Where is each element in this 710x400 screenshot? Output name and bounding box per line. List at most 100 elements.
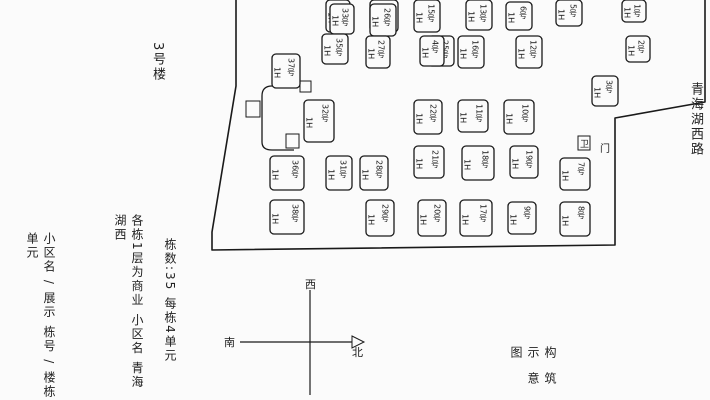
building-label: 31号 bbox=[339, 160, 348, 179]
note-line-1: 栋数:35 每栋4单元 bbox=[163, 238, 177, 363]
building-outline bbox=[359, 155, 389, 191]
building-label: 9号 bbox=[523, 206, 532, 220]
building-unit-type: 1H bbox=[593, 87, 602, 98]
building-outline bbox=[413, 0, 441, 33]
building-unit-type: 1H bbox=[511, 158, 520, 169]
building-label: 26号 bbox=[383, 8, 392, 27]
building-26: 32号 1H bbox=[303, 99, 335, 143]
building-outline bbox=[457, 35, 485, 69]
building-17: 21号 1H bbox=[413, 145, 445, 179]
building-13: 9号 1H bbox=[507, 201, 537, 235]
building-unit-type: 1H bbox=[459, 48, 468, 59]
building-outline bbox=[365, 35, 391, 69]
building-unit-type: 1H bbox=[517, 48, 526, 59]
building-label: 1号 bbox=[633, 4, 642, 18]
building-outline bbox=[621, 0, 647, 23]
building-unit-type: 1H bbox=[367, 48, 376, 59]
building-label: 11号 bbox=[475, 104, 484, 123]
building-unit-type: 1H bbox=[627, 45, 636, 56]
building-label: 22号 bbox=[429, 104, 438, 123]
building-10: 18号 1H bbox=[461, 145, 495, 181]
building-label: 37号 bbox=[287, 58, 296, 77]
building-unit-type: 1H bbox=[415, 158, 424, 169]
note-line-3: 小区名 / 展示 栋号 / 楼栋单元 bbox=[25, 232, 56, 400]
building-outline bbox=[503, 99, 535, 135]
building-unit-type: 1H bbox=[463, 159, 472, 170]
building-unit-type: 1H bbox=[419, 214, 428, 225]
building-unit-type: 1H bbox=[327, 169, 336, 180]
building-unit-type: 1H bbox=[467, 11, 476, 22]
building-outline bbox=[413, 99, 443, 135]
compass-west-label: 西 bbox=[305, 278, 316, 291]
site-boundary bbox=[211, 0, 706, 251]
building-label: 35号 bbox=[335, 38, 344, 57]
building-unit-type: 1H bbox=[331, 15, 340, 26]
note-line-2: 各栋1层为商业 小区名 青海湖西 bbox=[113, 214, 144, 390]
building-unit-type: 1H bbox=[415, 12, 424, 23]
building-label: 10号 bbox=[521, 104, 530, 123]
gate-label: 门 bbox=[600, 142, 610, 155]
building-outline bbox=[303, 99, 335, 143]
building-unit-type: 1H bbox=[509, 214, 518, 225]
building-outline bbox=[269, 155, 305, 191]
road-label: 青海湖西路 bbox=[688, 82, 703, 157]
building-outline bbox=[559, 201, 591, 237]
driveway-booth bbox=[245, 100, 261, 118]
building-label: 36号 bbox=[291, 160, 300, 179]
building-label: 33号 bbox=[341, 8, 350, 27]
block-label: 3号楼 bbox=[150, 42, 165, 83]
compass-south-label: 南 bbox=[224, 336, 235, 349]
building-23: 28号 1H bbox=[359, 155, 389, 191]
building-unit-type: 1H bbox=[305, 117, 314, 128]
building-unit-type: 1H bbox=[421, 47, 430, 58]
building-label: 6号 bbox=[519, 6, 528, 20]
building-outline bbox=[419, 35, 445, 67]
guard-post-top bbox=[299, 80, 312, 93]
building-label: 25号 bbox=[441, 40, 450, 59]
building-label: 18号 bbox=[481, 150, 490, 169]
building-label: 32号 bbox=[321, 104, 330, 123]
building-outline bbox=[465, 0, 493, 31]
building-outline bbox=[271, 53, 301, 89]
building-label: 4号 bbox=[431, 40, 440, 54]
building-label: 28号 bbox=[375, 160, 384, 179]
building-outline bbox=[591, 75, 619, 107]
compass-arrow-east bbox=[351, 335, 366, 349]
building-unit-type: 1H bbox=[371, 16, 380, 27]
building-unit-type: 1H bbox=[361, 169, 370, 180]
driveway-booth-lower bbox=[285, 133, 300, 149]
building-unit-type: 1H bbox=[507, 12, 516, 23]
building-label: 5号 bbox=[569, 4, 578, 18]
building-outline bbox=[413, 145, 445, 179]
building-label: 21号 bbox=[431, 150, 440, 169]
building-group: 1号1H2号1H3号1H5号1H10号1H12号1H13号1H15号1H16号1… bbox=[269, 0, 651, 237]
building-unit-type: 1H bbox=[557, 9, 566, 20]
building-label: 16号 bbox=[471, 40, 480, 59]
building-unit-type: 1H bbox=[323, 45, 332, 56]
building-unit-type: 1H bbox=[623, 7, 632, 18]
building-15: 7号 1H bbox=[559, 157, 591, 191]
building-label: 7号 bbox=[577, 162, 586, 176]
building-outline bbox=[321, 33, 349, 65]
building-unit-type: 1H bbox=[561, 170, 570, 181]
compass-north-label: 北 bbox=[352, 346, 363, 359]
